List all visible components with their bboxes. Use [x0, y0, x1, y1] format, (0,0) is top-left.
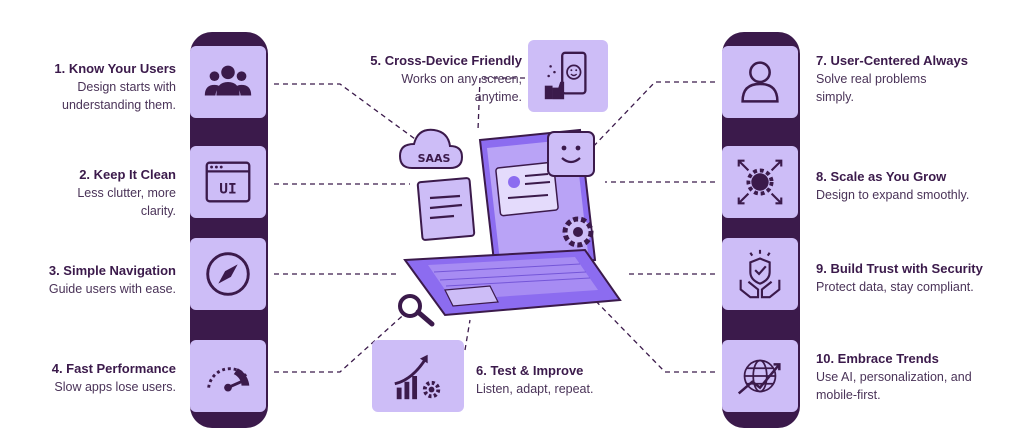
- item-7-title: 7. User-Centered Always: [816, 53, 968, 68]
- item-5-desc-line1: Works on any screen,: [401, 72, 522, 86]
- item-3-desc-line1: Guide users with ease.: [48, 282, 176, 296]
- item-6-desc-line1: Listen, adapt, repeat.: [476, 382, 594, 396]
- shield-hands-icon: [739, 249, 781, 299]
- mobile-smile-icon: [544, 51, 587, 100]
- item-5-desc-line2: anytime.: [474, 90, 522, 104]
- item-9-desc-line1: Protect data, stay compliant.: [816, 280, 974, 294]
- speedometer-icon: [207, 367, 250, 392]
- item-8-title: 8. Scale as You Grow: [816, 169, 947, 184]
- item-9-text: 9. Build Trust with Security Protect dat…: [816, 260, 1021, 296]
- item-8-desc-line1: Design to expand smoothly.: [816, 188, 970, 202]
- card-navigation: [190, 238, 266, 310]
- item-1-text: 1. Know Your Users Design starts with un…: [6, 60, 176, 114]
- connector-7: [589, 81, 715, 151]
- item-9-title: 9. Build Trust with Security: [816, 261, 983, 276]
- growth-chart-icon: [394, 354, 441, 400]
- card-test-improve: [372, 340, 464, 412]
- item-10-desc-line1: Use AI, personalization, and: [816, 370, 972, 384]
- item-5-text: 5. Cross-Device Friendly Works on any sc…: [322, 52, 522, 106]
- item-3-title: 3. Simple Navigation: [48, 263, 176, 278]
- card-cross-device: [528, 40, 608, 112]
- card-trends: [722, 340, 798, 412]
- connector-10: [584, 289, 715, 373]
- ui-window-icon: UI: [205, 161, 251, 203]
- connector-4: [274, 299, 421, 373]
- item-2-desc-line2: clarity.: [140, 204, 176, 218]
- item-10-title: 10. Embrace Trends: [816, 351, 939, 366]
- card-security: [722, 238, 798, 310]
- item-5-title: 5. Cross-Device Friendly: [370, 53, 522, 68]
- card-keep-clean: UI: [190, 146, 266, 218]
- item-3-text: 3. Simple Navigation Guide users with ea…: [0, 262, 176, 298]
- laptop-illustration: SAAS: [398, 128, 622, 327]
- item-6-title: 6. Test & Improve: [476, 363, 584, 378]
- card-scale: [722, 146, 798, 218]
- item-2-text: 2. Keep It Clean Less clutter, more clar…: [6, 166, 176, 220]
- item-4-desc-line1: Slow apps lose users.: [54, 380, 176, 394]
- card-performance: [190, 340, 266, 412]
- connector-1: [274, 83, 431, 151]
- svg-text:UI: UI: [219, 182, 236, 198]
- compass-icon: [206, 252, 250, 296]
- user-icon: [741, 61, 779, 103]
- svg-text:SAAS: SAAS: [418, 152, 451, 165]
- item-2-title: 2. Keep It Clean: [79, 167, 176, 182]
- item-7-text: 7. User-Centered Always Solve real probl…: [816, 52, 1016, 106]
- item-1-desc-line2: understanding them.: [62, 98, 176, 112]
- item-4-text: 4. Fast Performance Slow apps lose users…: [0, 360, 176, 396]
- item-8-text: 8. Scale as You Grow Design to expand sm…: [816, 168, 1021, 204]
- item-10-desc-line2: mobile-first.: [816, 388, 881, 402]
- item-7-desc-line2: simply.: [816, 90, 854, 104]
- item-1-title: 1. Know Your Users: [54, 61, 176, 76]
- item-2-desc-line1: Less clutter, more: [77, 186, 176, 200]
- card-user-centered: [722, 46, 798, 118]
- globe-trend-icon: [737, 359, 781, 395]
- card-know-users: [190, 46, 266, 118]
- item-4-title: 4. Fast Performance: [51, 361, 176, 376]
- item-10-text: 10. Embrace Trends Use AI, personalizati…: [816, 350, 1021, 404]
- item-6-text: 6. Test & Improve Listen, adapt, repeat.: [476, 362, 676, 398]
- item-1-desc-line1: Design starts with: [77, 80, 176, 94]
- users-icon: [204, 65, 252, 96]
- saas-cloud-icon: SAAS: [398, 128, 464, 169]
- item-7-desc-line1: Solve real problems: [816, 72, 927, 86]
- scale-gear-icon: [737, 159, 783, 205]
- connector-5: [477, 77, 525, 131]
